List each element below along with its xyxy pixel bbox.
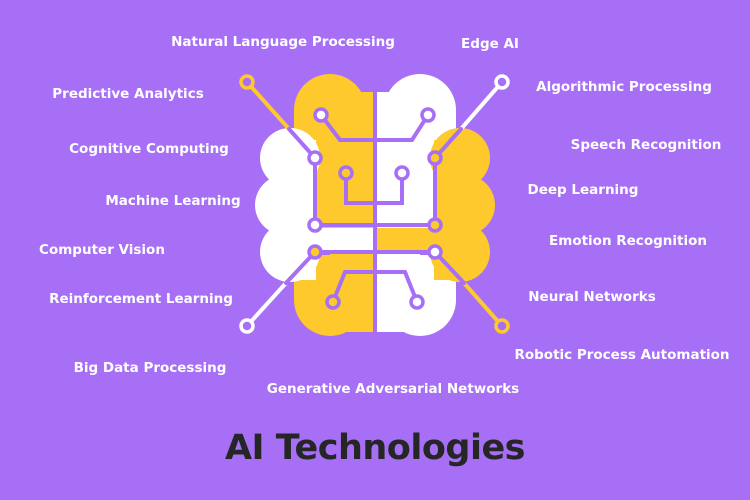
label-predictive-analytics: Predictive Analytics bbox=[52, 86, 204, 102]
label-algorithmic-processing: Algorithmic Processing bbox=[536, 79, 712, 95]
node-icon bbox=[427, 150, 443, 166]
label-neural-networks: Neural Networks bbox=[528, 289, 656, 305]
node-icon bbox=[307, 150, 323, 166]
label-gan: Generative Adversarial Networks bbox=[266, 381, 520, 397]
node-icon bbox=[409, 294, 425, 310]
label-deep-learning: Deep Learning bbox=[527, 182, 639, 198]
label-machine-learning: Machine Learning bbox=[105, 193, 241, 209]
label-speech-recognition: Speech Recognition bbox=[570, 137, 722, 153]
brain-icon bbox=[255, 74, 495, 336]
node-icon bbox=[325, 294, 341, 310]
label-computer-vision: Computer Vision bbox=[39, 242, 165, 258]
label-reinforcement-learning: Reinforcement Learning bbox=[49, 291, 233, 307]
node-icon bbox=[338, 165, 354, 181]
node-icon bbox=[420, 107, 436, 123]
label-robotic-process-automation: Robotic Process Automation bbox=[514, 347, 730, 363]
circuit-lines bbox=[245, 73, 504, 339]
label-emotion-recognition: Emotion Recognition bbox=[549, 233, 707, 249]
node-icon bbox=[494, 74, 510, 90]
label-edge-ai: Edge AI bbox=[461, 36, 519, 52]
node-icon bbox=[239, 318, 255, 334]
circuit-nodes bbox=[239, 74, 510, 334]
node-icon bbox=[494, 318, 510, 334]
node-icon bbox=[427, 217, 443, 233]
node-icon bbox=[313, 107, 329, 123]
node-icon bbox=[307, 217, 323, 233]
node-icon bbox=[427, 244, 443, 260]
node-icon bbox=[307, 244, 323, 260]
label-big-data-processing: Big Data Processing bbox=[73, 360, 227, 376]
label-nlp: Natural Language Processing bbox=[171, 34, 395, 50]
page-title: AI Technologies bbox=[224, 428, 526, 468]
node-icon bbox=[239, 74, 255, 90]
label-cognitive-computing: Cognitive Computing bbox=[69, 141, 229, 157]
node-icon bbox=[394, 165, 410, 181]
